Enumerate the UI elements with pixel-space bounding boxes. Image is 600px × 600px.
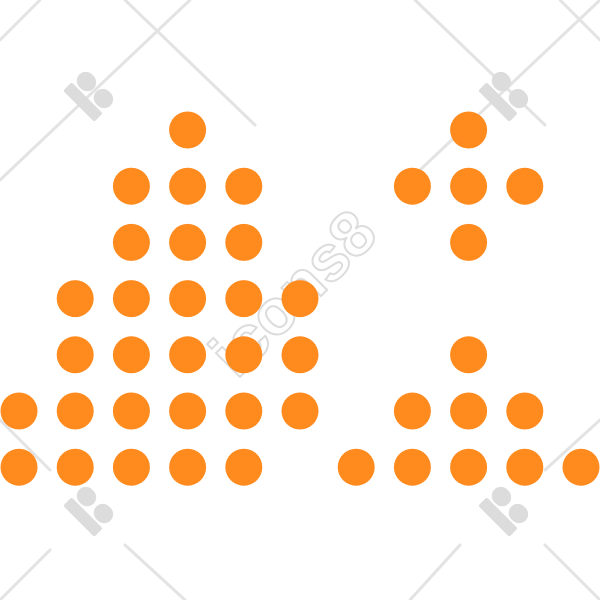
pyramid-dot xyxy=(169,223,207,261)
pyramid-dot xyxy=(56,336,94,374)
arrow-dot xyxy=(450,392,488,430)
pyramid-dot xyxy=(56,280,94,318)
arrow-dot xyxy=(450,111,488,149)
arrow-dot xyxy=(506,392,544,430)
arrow-dot xyxy=(393,167,431,205)
pyramid-dot xyxy=(225,392,263,430)
arrow-dot xyxy=(393,448,431,486)
pyramid-dot xyxy=(169,392,207,430)
arrow-dot xyxy=(562,448,600,486)
arrow-dot xyxy=(450,167,488,205)
pyramid-dot xyxy=(56,448,94,486)
pyramid-dot xyxy=(0,448,38,486)
pyramid-dot xyxy=(169,111,207,149)
pyramid-dot xyxy=(225,448,263,486)
pyramid-dot xyxy=(225,280,263,318)
arrow-dot xyxy=(393,392,431,430)
pyramid-dot xyxy=(169,167,207,205)
pyramid-dot xyxy=(169,448,207,486)
pyramid-dot xyxy=(225,223,263,261)
pyramid-dot-group xyxy=(0,111,319,486)
pyramid-dot xyxy=(56,392,94,430)
arrow-dot-group xyxy=(337,111,600,486)
arrow-dot xyxy=(337,448,375,486)
pyramid-dot xyxy=(112,167,150,205)
pyramid-dot xyxy=(225,336,263,374)
pyramid-dot xyxy=(112,448,150,486)
arrow-dot xyxy=(506,167,544,205)
arrow-dot xyxy=(506,448,544,486)
pyramid-dot xyxy=(112,392,150,430)
arrow-dot xyxy=(450,223,488,261)
pyramid-dot xyxy=(0,392,38,430)
pyramid-dot xyxy=(281,280,319,318)
pyramid-dot xyxy=(281,336,319,374)
arrow-dot xyxy=(450,448,488,486)
pyramid-dot xyxy=(112,223,150,261)
pyramid-dot xyxy=(169,280,207,318)
pyramid-dot xyxy=(225,167,263,205)
arrow-dot xyxy=(450,336,488,374)
pyramid-dot xyxy=(281,392,319,430)
pyramid-dot xyxy=(169,336,207,374)
pyramid-dot xyxy=(112,280,150,318)
pyramid-dot xyxy=(112,336,150,374)
